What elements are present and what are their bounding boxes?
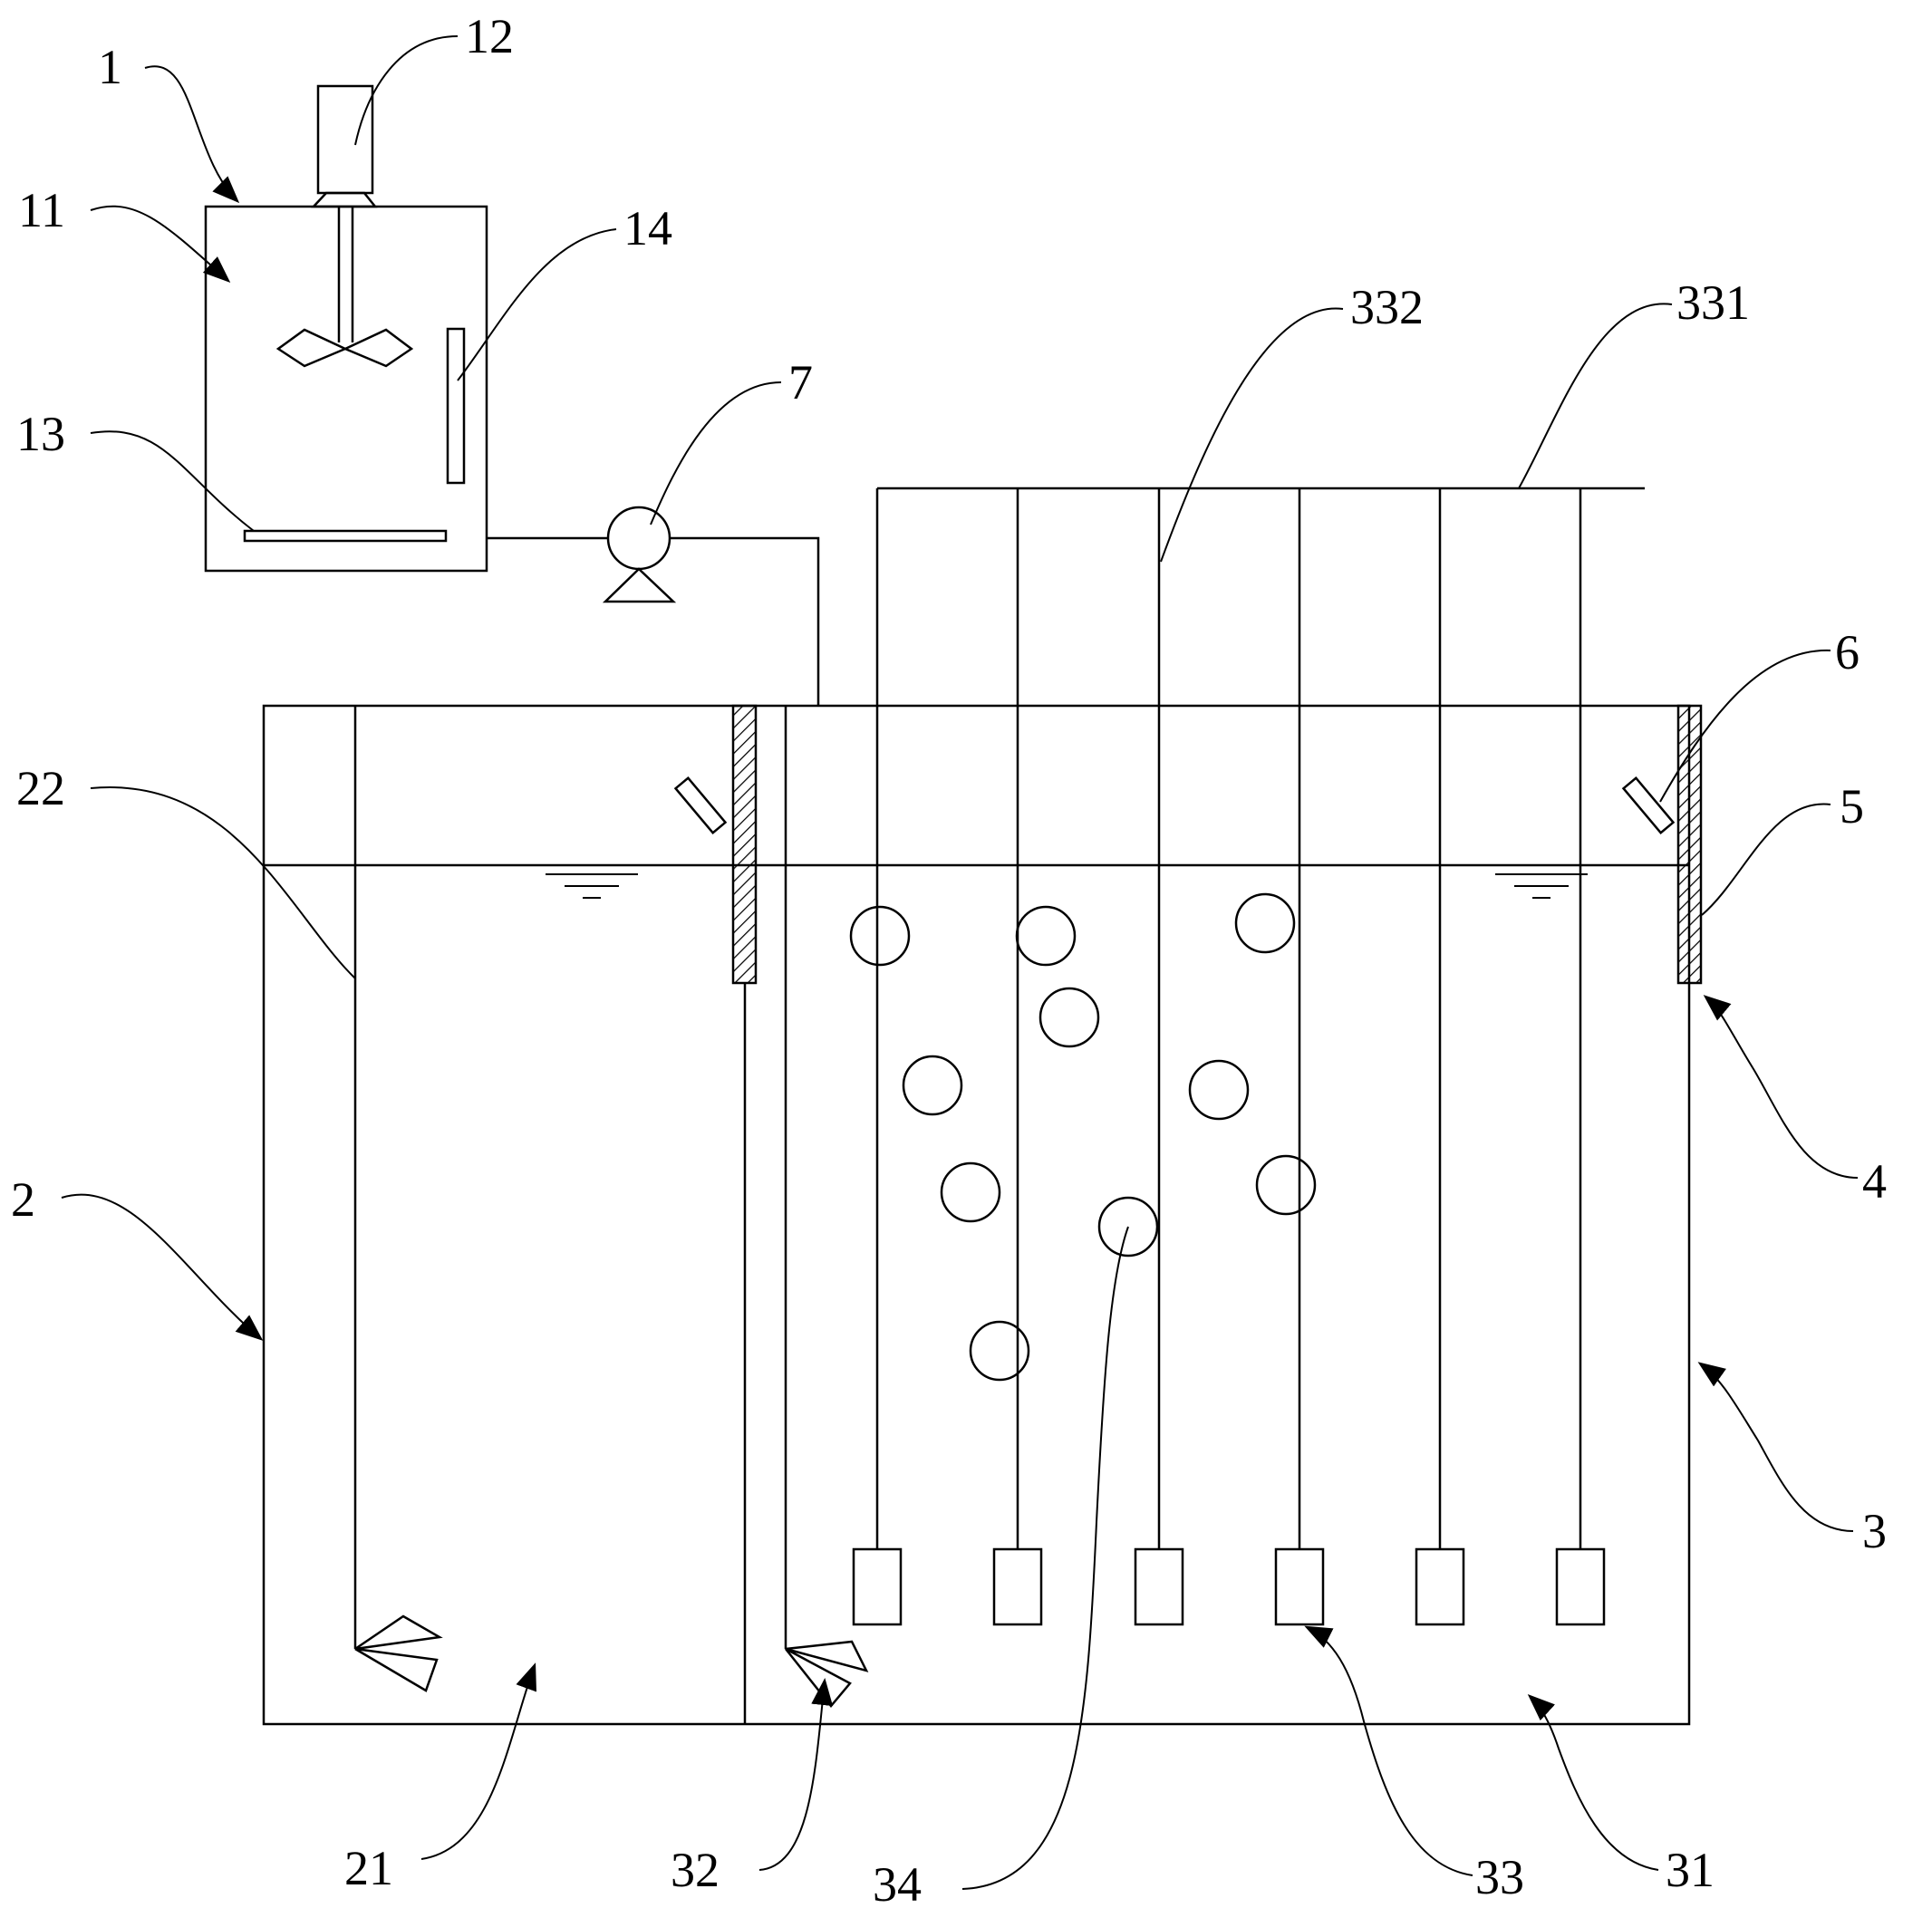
- main-tank: [262, 704, 1703, 1726]
- dosing-pump: [487, 506, 820, 706]
- bubble: [849, 905, 911, 967]
- label-1: 1: [98, 40, 122, 94]
- stirrer-motor: [316, 84, 374, 195]
- motor-mount: [311, 191, 378, 208]
- mixing-nozzle: [354, 1614, 443, 1692]
- bubbles: [849, 892, 1317, 1382]
- leader-line-332: [1160, 307, 1344, 563]
- label-32: 32: [671, 1843, 720, 1897]
- aeration-pipe: [784, 706, 869, 1708]
- label-34: 34: [873, 1857, 922, 1908]
- bubble: [1097, 1196, 1159, 1258]
- label-7: 7: [788, 355, 813, 410]
- leader-line-331: [1518, 303, 1673, 489]
- label-21: 21: [344, 1841, 393, 1895]
- leader-lines: [61, 35, 1859, 1890]
- label-13: 13: [16, 407, 65, 461]
- label-3: 3: [1862, 1504, 1887, 1558]
- outlet-weir-baffle: [1676, 704, 1703, 985]
- leader-line-22: [90, 785, 356, 979]
- bubble: [940, 1161, 1001, 1223]
- label-31: 31: [1666, 1843, 1715, 1897]
- leader-line-3: [1697, 1362, 1854, 1532]
- leader-line-33: [1304, 1625, 1473, 1876]
- water-level-symbol-left: [546, 873, 638, 899]
- electrode-6: [1555, 488, 1606, 1626]
- label-332: 332: [1350, 280, 1424, 334]
- electrode-array: [852, 487, 1645, 1626]
- leader-line-34: [961, 1226, 1129, 1890]
- reference-labels: 1 12 11 14 13 7 332 331 6 5 22 4 2 3 21 …: [11, 9, 1887, 1908]
- label-33: 33: [1475, 1850, 1524, 1904]
- pump-base: [602, 567, 677, 603]
- leader-line-21: [420, 1662, 537, 1860]
- mixing-pipe: [353, 706, 443, 1692]
- bubble: [902, 1055, 963, 1116]
- label-12: 12: [465, 9, 514, 63]
- leader-line-13: [90, 430, 255, 532]
- bubble: [1255, 1154, 1317, 1216]
- label-11: 11: [18, 183, 65, 237]
- electrode-5: [1415, 488, 1465, 1626]
- bubble: [1234, 892, 1296, 954]
- sensor-right: [1621, 776, 1676, 835]
- aeration-nozzle: [785, 1640, 869, 1708]
- leader-line-11: [90, 205, 231, 284]
- tank-outer-wall: [262, 704, 1691, 1726]
- partition-wall-baffle: [731, 704, 758, 985]
- bubble: [969, 1320, 1030, 1382]
- leader-line-32: [758, 1678, 834, 1871]
- electrode-1: [852, 488, 903, 1626]
- stirrer-blade-left: [275, 328, 349, 368]
- leader-line-6: [1659, 649, 1831, 803]
- sensor-left: [673, 776, 728, 835]
- stirrer-blade-right: [342, 328, 414, 368]
- label-22: 22: [16, 761, 65, 815]
- bubble: [1038, 987, 1100, 1048]
- bubble: [1015, 905, 1077, 967]
- label-6: 6: [1835, 625, 1860, 679]
- pump-body: [606, 506, 671, 571]
- label-5: 5: [1840, 779, 1864, 834]
- leader-line-4: [1703, 995, 1859, 1179]
- pump-outlet-pipe: [670, 536, 820, 706]
- leader-line-1: [144, 65, 240, 204]
- leader-line-7: [650, 381, 782, 525]
- electrode-2: [992, 488, 1043, 1626]
- dosing-tank-body: [204, 205, 488, 573]
- bubble: [1188, 1059, 1250, 1121]
- leader-line-14: [457, 228, 617, 381]
- electrode-4: [1274, 488, 1325, 1626]
- electrode-3: [1134, 488, 1184, 1626]
- label-4: 4: [1862, 1154, 1887, 1209]
- leader-line-31: [1527, 1693, 1659, 1871]
- water-level-symbol-right: [1495, 873, 1588, 899]
- aeration-plate: [243, 529, 448, 543]
- label-14: 14: [623, 201, 672, 255]
- leader-line-2: [61, 1193, 264, 1341]
- dosing-tank: [204, 84, 488, 573]
- level-sensor-strip: [446, 327, 466, 485]
- label-331: 331: [1676, 275, 1750, 330]
- label-2: 2: [11, 1172, 35, 1227]
- leader-line-5: [1701, 803, 1831, 916]
- leader-line-12: [354, 35, 459, 146]
